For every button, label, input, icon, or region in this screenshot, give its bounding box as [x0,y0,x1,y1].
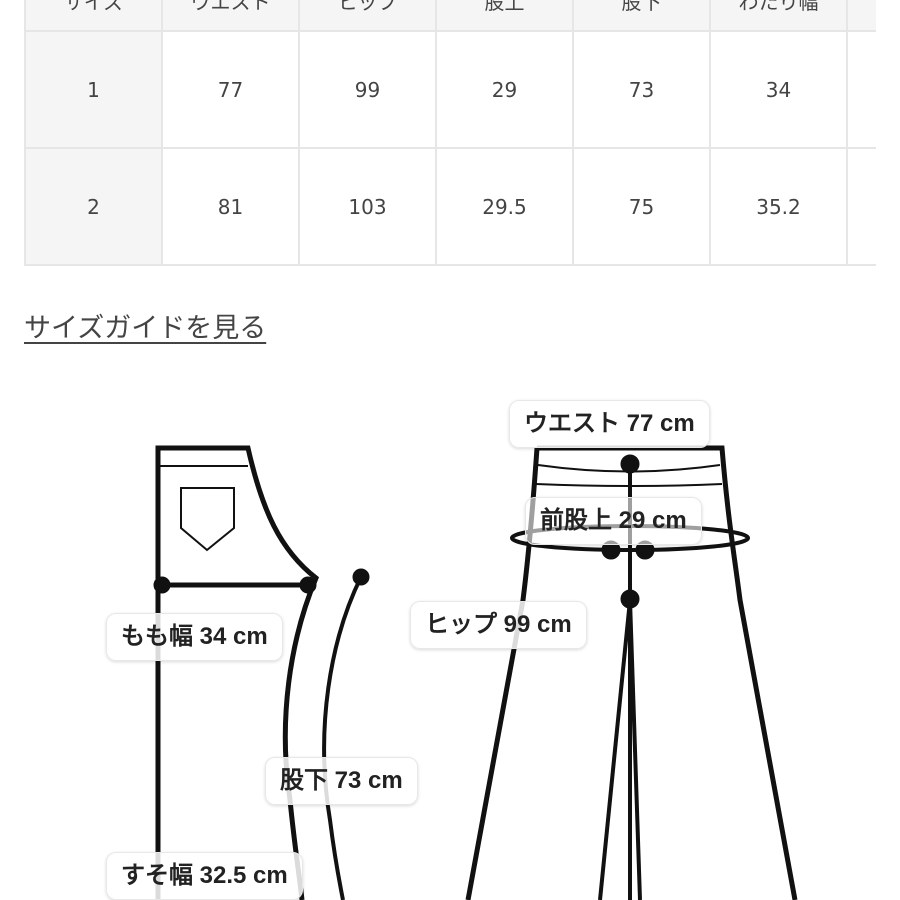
hip-label: ヒップ 99 cm [410,601,587,649]
waist-label: ウエスト 77 cm [509,400,710,448]
front-rise-label: 前股上 29 cm [525,497,702,545]
header-cell: サイズ [24,0,161,30]
table-row: 1 77 99 29 73 34 [24,32,876,149]
header-cell: わたり幅 [709,0,846,30]
header-cell: 股下 [572,0,709,30]
header-cell: 股上 [435,0,572,30]
size-cell: 1 [24,32,161,147]
table-cell: 73 [572,32,709,147]
size-cell: 2 [24,149,161,264]
header-cell [846,0,876,30]
table-cell: 29 [435,32,572,147]
table-cell [846,32,876,147]
table-cell [846,149,876,264]
thigh-width-label: もも幅 34 cm [106,613,283,661]
side-view-pants [153,445,370,900]
table-row: 2 81 103 29.5 75 35.2 [24,149,876,266]
table-cell: 75 [572,149,709,264]
table-cell: 35.2 [709,149,846,264]
table-cell: 99 [298,32,435,147]
table-header-row: サイズ ウエスト ヒップ 股上 股下 わたり幅 [24,0,876,32]
table-cell: 29.5 [435,149,572,264]
hem-width-label: すそ幅 32.5 cm [106,852,303,900]
inseam-label: 股下 73 cm [265,757,418,805]
header-cell: ヒップ [298,0,435,30]
size-guide-link[interactable]: サイズガイドを見る [24,313,267,344]
size-table: サイズ ウエスト ヒップ 股上 股下 わたり幅 1 77 99 29 73 34… [24,0,876,266]
table-cell: 34 [709,32,846,147]
table-cell: 81 [161,149,298,264]
table-cell: 77 [161,32,298,147]
table-cell: 103 [298,149,435,264]
header-cell: ウエスト [161,0,298,30]
